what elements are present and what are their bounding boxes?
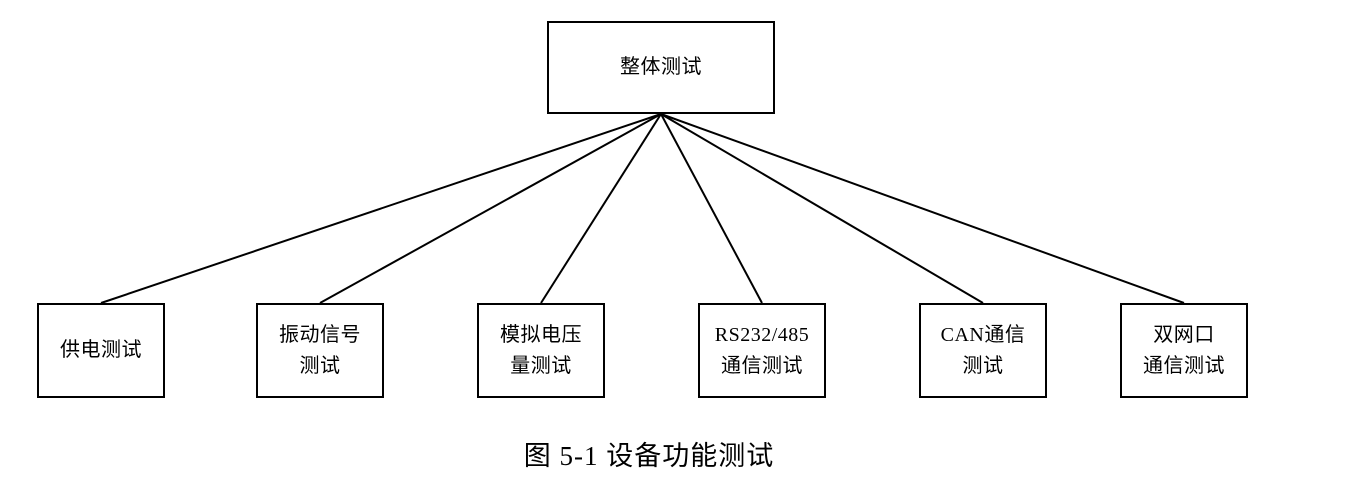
connector-line-vibration <box>319 113 662 304</box>
connector-line-ethernet <box>660 113 1185 304</box>
connector-line-can <box>660 113 984 304</box>
node-analog-voltage-test: 模拟电压 量测试 <box>477 303 605 398</box>
node-power-test-label: 供电测试 <box>60 339 142 361</box>
node-power-test: 供电测试 <box>37 303 165 398</box>
node-overall-test-label: 整体测试 <box>620 56 702 78</box>
node-rs232-485-comm-test: RS232/485 通信测试 <box>698 303 826 398</box>
node-overall-test: 整体测试 <box>547 21 775 114</box>
figure-caption: 图 5-1 设备功能测试 <box>523 441 775 471</box>
node-analog-voltage-test-label: 模拟电压 量测试 <box>500 323 582 377</box>
node-vibration-signal-test-label: 振动信号 测试 <box>279 323 361 377</box>
node-can-comm-test: CAN通信 测试 <box>919 303 1047 398</box>
connector-line-rs232 <box>660 113 763 304</box>
node-can-comm-test-label: CAN通信 测试 <box>940 323 1026 377</box>
node-dual-ethernet-comm-test: 双网口 通信测试 <box>1120 303 1248 398</box>
connector-line-analog <box>540 113 662 304</box>
node-dual-ethernet-comm-test-label: 双网口 通信测试 <box>1143 323 1225 377</box>
node-vibration-signal-test: 振动信号 测试 <box>256 303 384 398</box>
connector-line-power <box>100 113 662 304</box>
node-rs232-485-comm-test-label: RS232/485 通信测试 <box>714 323 810 377</box>
